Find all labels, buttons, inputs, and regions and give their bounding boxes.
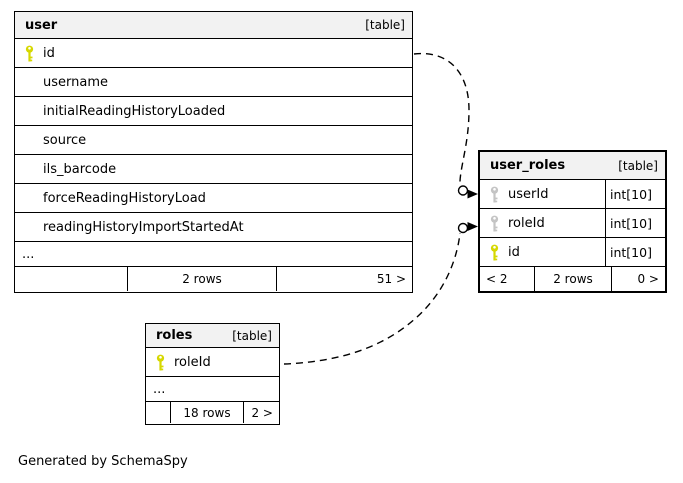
arrowhead-icon — [467, 189, 478, 199]
column-row-source: source — [15, 126, 412, 155]
column-row-roleId: roleId int[10] — [480, 209, 665, 238]
column-row-ils_barcode: ils_barcode — [15, 155, 412, 184]
column-row-userId: userId int[10] — [480, 180, 665, 209]
table-badge: [table] — [365, 18, 405, 32]
table-header-roles: roles [table] — [146, 324, 279, 348]
column-row-id: id — [15, 39, 412, 68]
children-count: 51 > — [276, 267, 412, 291]
primary-key-icon — [146, 354, 174, 371]
row-count: 2 rows — [534, 267, 611, 291]
table-node-roles[interactable]: roles [table] roleId ... 18 rows 2 > — [145, 323, 280, 425]
table-header-user: user [table] — [15, 12, 412, 39]
parents-count: < 2 — [486, 272, 508, 286]
zero-or-many-circle-icon — [457, 222, 469, 234]
zero-or-many-circle-icon — [457, 185, 469, 196]
column-name: roleId — [508, 215, 545, 231]
primary-key-icon — [480, 244, 508, 261]
column-name: forceReadingHistoryLoad — [43, 190, 206, 206]
column-type: int[10] — [605, 238, 665, 266]
columns-ellipsis: ... — [146, 377, 279, 402]
foreign-key-icon — [480, 186, 508, 203]
table-node-user[interactable]: user [table] id username initialReadingH… — [14, 11, 413, 293]
primary-key-icon — [15, 45, 43, 62]
column-row-id: id int[10] — [480, 238, 665, 267]
table-title: roles — [156, 328, 193, 343]
column-name: readingHistoryImportStartedAt — [43, 219, 244, 235]
column-row-readingHistoryImportStartedAt: readingHistoryImportStartedAt — [15, 213, 412, 242]
generated-by-note: Generated by SchemaSpy — [18, 454, 188, 469]
row-count: 2 rows — [127, 267, 276, 291]
footer-left — [15, 267, 127, 291]
column-type: int[10] — [605, 209, 665, 237]
table-header-user-roles: user_roles [table] — [480, 152, 665, 180]
foreign-key-icon — [480, 215, 508, 232]
table-badge: [table] — [618, 158, 658, 173]
children-count: 2 > — [243, 402, 279, 423]
column-name: ils_barcode — [43, 161, 117, 177]
columns-ellipsis: ... — [15, 242, 412, 267]
column-name: source — [43, 132, 87, 148]
column-row-forceReadingHistoryLoad: forceReadingHistoryLoad — [15, 184, 412, 213]
row-count: 18 rows — [170, 402, 243, 423]
relationship-user-id-to-user-roles-userid — [413, 52, 470, 187]
footer-left — [146, 402, 170, 423]
column-name: id — [508, 244, 520, 260]
table-footer-roles: 18 rows 2 > — [146, 402, 279, 423]
table-title: user — [25, 17, 58, 33]
column-type: int[10] — [605, 180, 665, 208]
column-name: initialReadingHistoryLoaded — [43, 103, 226, 119]
column-name: userId — [508, 186, 549, 202]
column-row-initialReadingHistoryLoaded: initialReadingHistoryLoaded — [15, 97, 412, 126]
table-node-user-roles[interactable]: user_roles [table] userId int[10] roleId… — [478, 150, 667, 293]
children-count: 0 > — [611, 267, 665, 291]
column-row-roleId: roleId — [146, 348, 279, 377]
table-footer-user: 2 rows 51 > — [15, 267, 412, 291]
table-title: user_roles — [490, 158, 566, 173]
column-name: roleId — [174, 354, 211, 370]
arrowhead-icon — [467, 222, 478, 231]
column-row-username: username — [15, 68, 412, 97]
column-name: username — [43, 74, 108, 90]
table-badge: [table] — [232, 328, 272, 343]
column-name: id — [43, 45, 55, 61]
table-footer-user-roles: < 2 2 rows 0 > — [480, 267, 665, 291]
